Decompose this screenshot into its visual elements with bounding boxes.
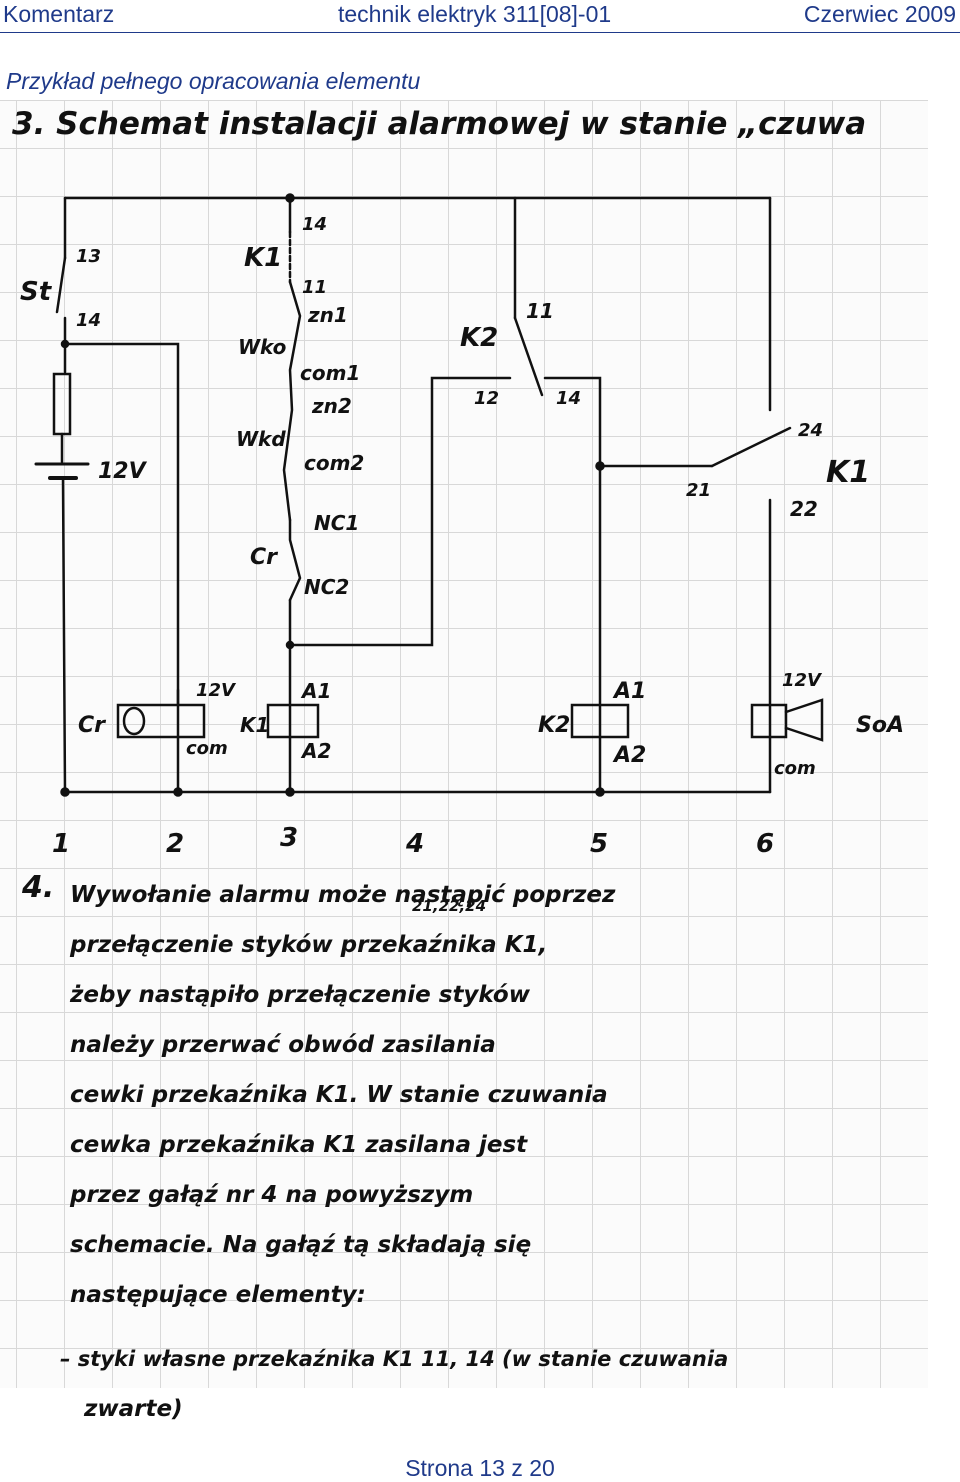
branch-number-3: 3 <box>280 823 298 853</box>
branch-number-6: 6 <box>756 829 774 859</box>
label-k1-11: 11 <box>302 277 327 298</box>
k1-switch-blade <box>710 426 792 468</box>
label-k2: K2 <box>460 323 498 353</box>
label-zn2: zn2 <box>311 394 352 418</box>
k1-coil-box <box>266 703 320 739</box>
notes-line: żeby nastąpiło przełączenie styków <box>70 982 530 1008</box>
label-k2-14: 14 <box>556 388 581 409</box>
alarm-sensor-chain <box>282 280 302 522</box>
label-k1-a2: A2 <box>300 739 331 763</box>
fuse-symbol <box>52 372 72 436</box>
label-cr: Cr <box>250 545 278 570</box>
junction-dot <box>173 787 183 797</box>
notes-line: następujące elementy: <box>70 1282 366 1308</box>
label-12v: 12V <box>98 459 148 484</box>
siren-box <box>750 703 788 739</box>
st-switch-blade <box>55 256 67 314</box>
notes-line: przez gałąź nr 4 na powyższym <box>70 1182 474 1208</box>
header-left: Komentarz <box>3 1 115 27</box>
section-3-title: 3. Schemat instalacji alarmowej w stanie… <box>12 106 867 142</box>
label-cr-com: com <box>186 738 228 759</box>
notes-line: Wywołanie alarmu może nastąpić poprzez <box>70 882 616 908</box>
label-com1: com1 <box>300 361 360 385</box>
label-wko: Wko <box>238 335 287 359</box>
label-wkd: Wkd <box>236 427 286 451</box>
k2-switch-blade <box>513 316 544 397</box>
label-st: St <box>20 277 53 307</box>
cr-coil-circle <box>122 706 146 736</box>
label-k1-a1: A1 <box>300 679 331 703</box>
label-k2-a1: A1 <box>612 679 646 704</box>
branch-number-5: 5 <box>590 829 608 859</box>
graph-paper-sheet <box>0 100 928 1388</box>
junction-dot <box>595 787 605 797</box>
junction-dot <box>60 787 70 797</box>
label-soa-com: com <box>774 758 816 779</box>
label-k1-coil: K1 <box>240 713 269 737</box>
label-k2-12: 12 <box>474 388 499 409</box>
label-k2-11: 11 <box>526 299 554 323</box>
notes-line: zwarte) <box>84 1396 183 1422</box>
label-k1-right: K1 <box>826 455 870 490</box>
notes-line: schemacie. Na gałąź tą składają się <box>70 1232 532 1258</box>
branch4-wire <box>288 376 512 647</box>
notes-number: 4. <box>22 870 55 905</box>
label-st14: 14 <box>76 310 101 331</box>
cr-contact-nc <box>288 518 302 602</box>
label-nc2: NC2 <box>304 575 349 599</box>
header-center: technik elektryk 311[08]-01 <box>338 1 612 27</box>
label-cr-coil: Cr <box>78 713 106 738</box>
page-footer: Strona 13 z 20 <box>405 1455 555 1481</box>
header-right: Czerwiec 2009 <box>803 1 956 27</box>
label-st13: 13 <box>76 246 101 267</box>
notes-line: przełączenie styków przekaźnika K1, <box>70 932 548 958</box>
branch-number-4: 4 <box>405 829 424 859</box>
k2-coil-box <box>570 703 630 739</box>
cr-coil-box <box>116 703 206 739</box>
branch5-wire <box>543 376 602 794</box>
label-soa: SoA <box>856 713 904 738</box>
notes-line: należy przerwać obwód zasilania <box>70 1032 496 1058</box>
label-k1-22: 22 <box>790 497 818 521</box>
label-nc1: NC1 <box>314 511 359 535</box>
notes-line: cewka przekaźnika K1 zasilana jest <box>70 1132 528 1158</box>
page-subtitle: Przykład pełnego opracowania elementu <box>6 68 421 94</box>
handwritten-notes: 4. Wywołanie alarmu może nastąpić poprze… <box>22 870 890 1434</box>
label-k2-a2: A2 <box>612 743 646 768</box>
label-k1-24: 24 <box>798 420 823 441</box>
branch-number-1: 1 <box>52 829 70 859</box>
header-rule <box>0 32 960 33</box>
notes-line: cewki przekaźnika K1. W stanie czuwania <box>70 1082 608 1108</box>
branch1-wire-bottom <box>61 478 67 794</box>
branch-number-2: 2 <box>166 829 184 859</box>
notes-superscript: 21,22,24 <box>412 897 487 915</box>
label-com2: com2 <box>304 451 364 475</box>
label-k2-coil: K2 <box>538 713 570 738</box>
label-cr-12v: 12V <box>196 680 237 701</box>
label-k1: K1 <box>244 243 282 273</box>
label-soa-12v: 12V <box>782 670 823 691</box>
label-k1-21: 21 <box>686 480 711 501</box>
label-zn1: zn1 <box>307 303 348 327</box>
branch2-wire <box>63 342 180 794</box>
siren-horn <box>784 698 824 742</box>
notes-line: – styki własne przekaźnika K1 11, 14 (w … <box>60 1347 729 1371</box>
junction-dot <box>285 787 295 797</box>
label-k1-14: 14 <box>302 214 327 235</box>
